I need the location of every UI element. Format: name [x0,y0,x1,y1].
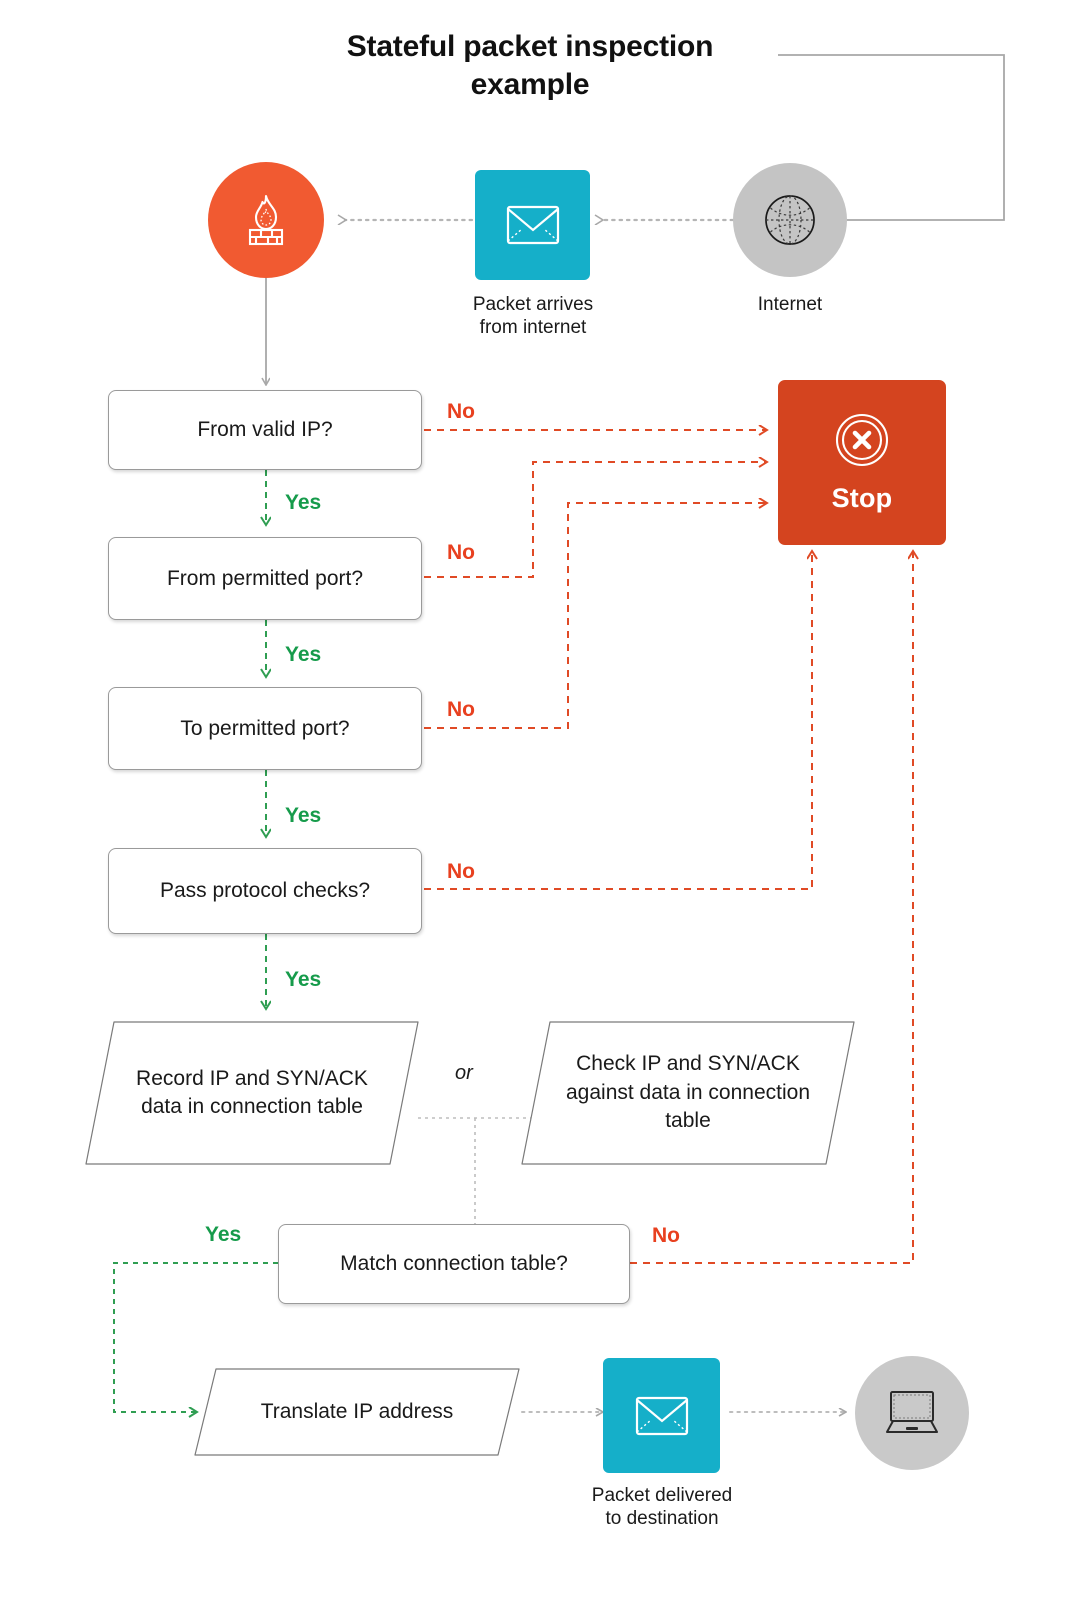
stop-block[interactable]: Stop [778,380,946,545]
wire-no-to-port [424,503,766,729]
decision-label: From permitted port? [166,566,364,590]
edge-label-no-2: No [447,541,475,564]
edge-label-no-1: No [447,400,475,423]
edge-label-yes-4: Yes [285,968,322,991]
envelope-icon [635,1396,688,1435]
process-record-ip[interactable]: Record IP and SYN/ACK data in connection… [82,1018,422,1168]
decision-box-valid-ip[interactable]: From valid IP? [108,390,422,470]
page-title: Stateful packet inspection example [240,28,820,105]
packet-delivered-caption: Packet delivered to destination [546,1484,778,1530]
decision-box-from-permitted-port[interactable]: From permitted port? [108,537,422,620]
process-label: Check IP and SYN/ACK against data in con… [565,1052,810,1133]
edge-label-or: or [455,1062,473,1084]
laptop-icon [886,1391,938,1433]
packet-delivered-caption-line-2: to destination [605,1508,719,1530]
packet-arrives-badge [475,170,590,280]
page-title-line-1: Stateful packet inspection [346,30,714,63]
packet-arrives-caption: Packet arrives from internet [418,293,648,339]
circle-x-icon [835,413,889,467]
decision-box-match-connection-table[interactable]: Match connection table? [278,1224,630,1304]
internet-badge [733,163,847,277]
edge-label-no-match: No [652,1224,680,1247]
packet-arrives-caption-line-1: Packet arrives [472,294,594,315]
parallelogram-shape [85,1021,419,1165]
firewall-badge [208,162,324,278]
process-translate-ip[interactable]: Translate IP address [192,1366,522,1458]
decision-label: To permitted port? [180,716,350,740]
process-label: Record IP and SYN/ACK data in connection… [136,1066,368,1118]
packet-delivered-badge [603,1358,720,1473]
decision-label: Match connection table? [340,1252,568,1275]
globe-icon [765,195,815,245]
packet-delivered-caption-line-1: Packet delivered [591,1485,733,1506]
process-check-ip[interactable]: Check IP and SYN/ACK against data in con… [518,1018,858,1168]
edge-label-yes-3: Yes [285,804,322,827]
parallelogram-shape [194,1368,520,1456]
firewall-icon [248,194,284,246]
parallelogram-shape [521,1021,855,1165]
decision-box-pass-protocol-checks[interactable]: Pass protocol checks? [108,848,422,934]
decision-box-to-permitted-port[interactable]: To permitted port? [108,687,422,770]
decision-label: From valid IP? [197,418,333,441]
packet-arrives-caption-line-2: from internet [479,317,587,339]
edge-label-no-4: No [447,860,475,883]
edge-label-yes-2: Yes [285,643,322,666]
edge-label-yes-match: Yes [205,1223,242,1246]
wire-no-protocol [424,552,812,890]
wire-no-from-port [424,462,766,578]
destination-device-badge [855,1356,969,1470]
page-title-line-2: example [470,68,590,102]
envelope-icon [506,205,559,245]
edge-label-yes-1: Yes [285,491,322,514]
process-label: Translate IP address [260,1399,454,1423]
internet-caption: Internet [757,294,823,315]
decision-label: Pass protocol checks? [159,879,371,902]
stop-label: Stop [831,483,893,513]
edge-label-no-3: No [447,698,475,721]
